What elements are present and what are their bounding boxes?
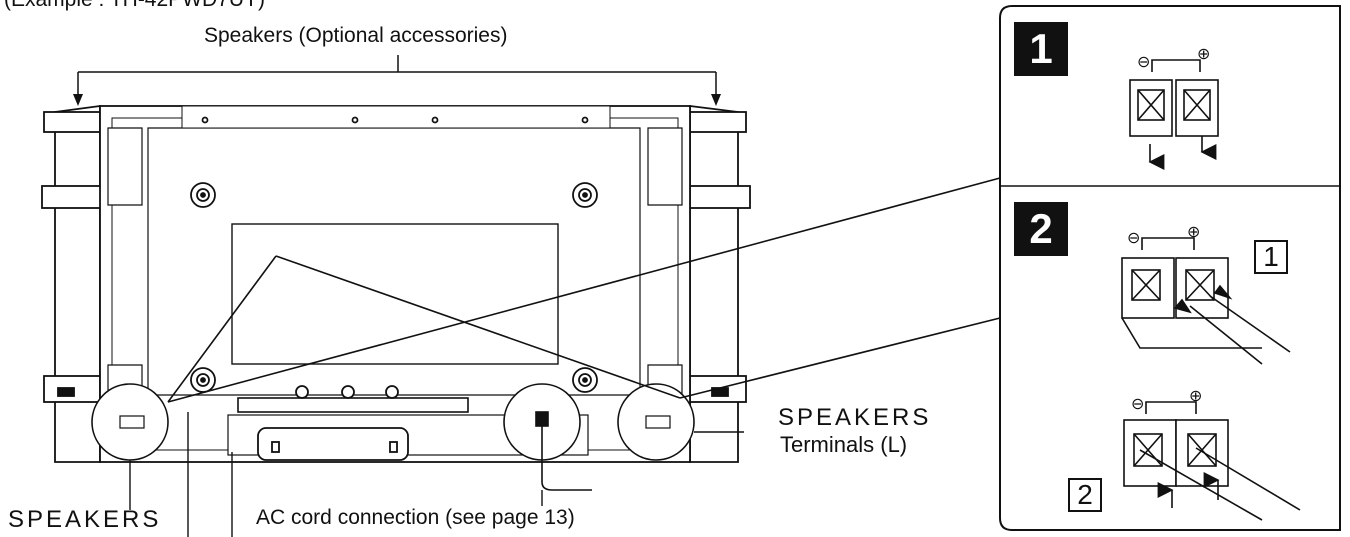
model-example-label: (Example : TH-42PWD7UY) xyxy=(4,0,265,12)
step-2-badge: 2 xyxy=(1014,202,1068,256)
speakers-optional-label: Speakers (Optional accessories) xyxy=(204,24,508,47)
ac-cord-label: AC cord connection (see page 13) xyxy=(256,506,575,529)
plus-symbol: ⊕ xyxy=(1189,388,1203,405)
minus-symbol: ⊖ xyxy=(1137,54,1151,71)
terminal-callout-right xyxy=(617,383,695,461)
plus-symbol: ⊕ xyxy=(1197,46,1211,63)
terminal-callout-left xyxy=(91,383,169,461)
step2-insert-terminals xyxy=(1121,237,1291,365)
projection-lines xyxy=(167,177,1001,403)
right-speaker xyxy=(689,104,751,463)
minus-symbol: ⊖ xyxy=(1131,396,1145,413)
step-2-marker-2: 2 xyxy=(1068,478,1102,512)
speakers-bracket xyxy=(73,55,721,106)
leader-lines xyxy=(129,412,744,537)
plus-symbol: ⊕ xyxy=(1187,224,1201,241)
step1-terminals xyxy=(1129,59,1219,170)
minus-symbol: ⊖ xyxy=(1127,230,1141,247)
display-back-panel xyxy=(99,105,691,463)
speakers-bottom-label: SPEAKERS xyxy=(8,506,162,533)
ac-cord-callout xyxy=(503,383,592,491)
left-speaker xyxy=(41,104,103,463)
step2-clamp-terminals xyxy=(1123,401,1301,521)
speakers-left-title: SPEAKERS xyxy=(778,404,932,431)
step-2-marker-1: 1 xyxy=(1254,240,1288,274)
speakers-left-sub: Terminals (L) xyxy=(780,432,908,457)
step-1-badge: 1 xyxy=(1014,22,1068,76)
